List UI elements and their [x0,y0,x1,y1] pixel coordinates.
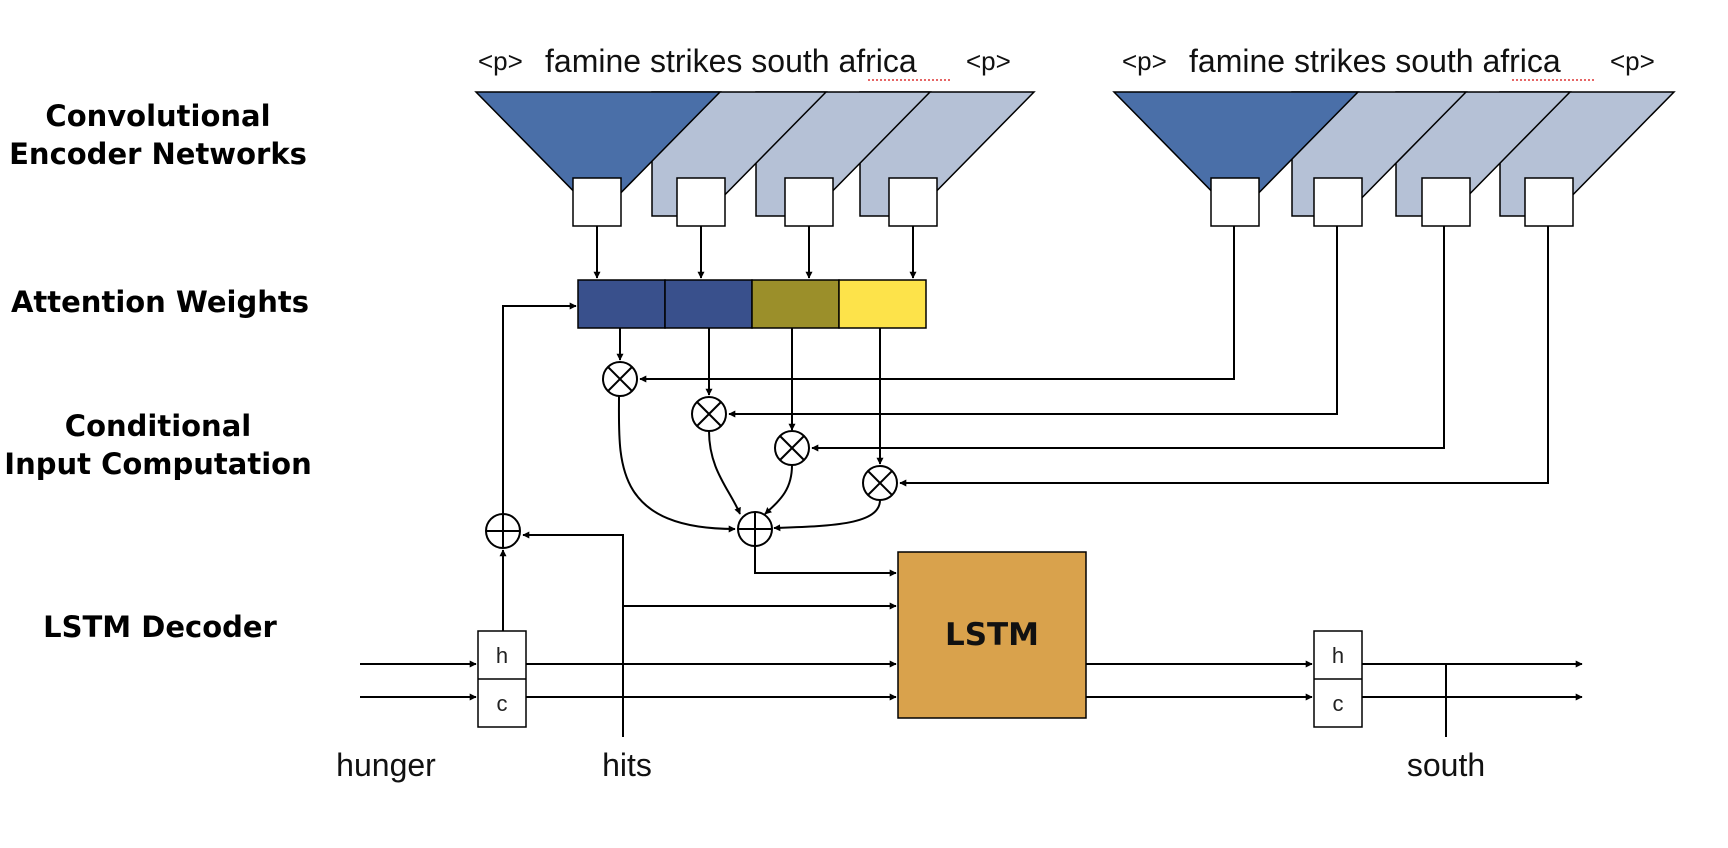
attention-cell-1 [577,279,666,329]
start-token: <p> [478,46,523,76]
multiply-node-3 [774,430,810,466]
hidden-state-label: h [496,643,508,668]
encoder-right-triangles [1112,91,1676,227]
label-encoder-line2: Encoder Networks [9,137,307,171]
sum-node-conditional [737,511,773,547]
encoder-output-2 [676,177,726,227]
encoder-output-3 [784,177,834,227]
encoder-output-4 [1524,177,1574,227]
multiply-nodes [602,361,898,501]
encoder-right-sentence: <p> famine strikes south africa <p> [1122,43,1655,81]
right-encoder-to-multiply-arrows [639,226,1549,487]
decoder-word-3: south [1407,747,1485,783]
start-token: <p> [1122,46,1167,76]
multiply-to-sum-curves [617,395,881,533]
lstm-block: LSTM [897,551,1087,719]
encoder-filter-1 [1112,91,1360,218]
decoder-word-1: hunger [336,747,436,783]
multiply-node-2 [691,396,727,432]
encoder-to-attention-arrows [593,226,917,279]
decoder-state-left: h c [477,630,527,728]
input-to-query-arrow [522,531,624,737]
label-attention: Attention Weights [11,285,309,319]
encoder-output-2 [1313,177,1363,227]
attention-cell-4 [838,279,927,329]
cell-state-label: c [1333,691,1344,716]
encoder-filter-1 [474,91,722,218]
attention-weights-bar [577,279,927,329]
end-token: <p> [1610,46,1655,76]
hidden-state-label: h [1332,643,1344,668]
decoder-state-right: h c [1313,630,1363,728]
sentence-text: famine strikes south africa [1189,43,1561,79]
lstm-label: LSTM [945,617,1039,653]
sentence-text: famine strikes south africa [545,43,917,79]
encoder-output-3 [1421,177,1471,227]
attention-to-multiply-arrows [616,328,884,465]
encoder-output-1 [1210,177,1260,227]
cell-state-label: c [497,691,508,716]
encoder-left-sentence: <p> famine strikes south africa <p> [478,43,1011,81]
decoder-word-2: hits [602,747,652,783]
row-labels: Convolutional Encoder Networks Attention… [4,99,311,644]
label-encoder-line1: Convolutional [45,99,270,133]
multiply-node-4 [862,465,898,501]
end-token: <p> [966,46,1011,76]
label-decoder: LSTM Decoder [43,610,277,644]
conditional-to-lstm-arrow [754,546,897,577]
label-conditional-line1: Conditional [65,409,251,443]
decoder-words: hunger hits south [336,747,1485,783]
attention-cell-3 [751,279,840,329]
attention-cell-2 [664,279,753,329]
encoder-output-4 [888,177,938,227]
multiply-node-1 [602,361,638,397]
encoder-left-triangles [474,91,1036,227]
lstm-box [897,551,1087,719]
encoder-output-1 [572,177,622,227]
label-conditional-line2: Input Computation [4,447,311,481]
query-to-attention-arrow [502,302,577,514]
sum-node-query [485,513,521,549]
